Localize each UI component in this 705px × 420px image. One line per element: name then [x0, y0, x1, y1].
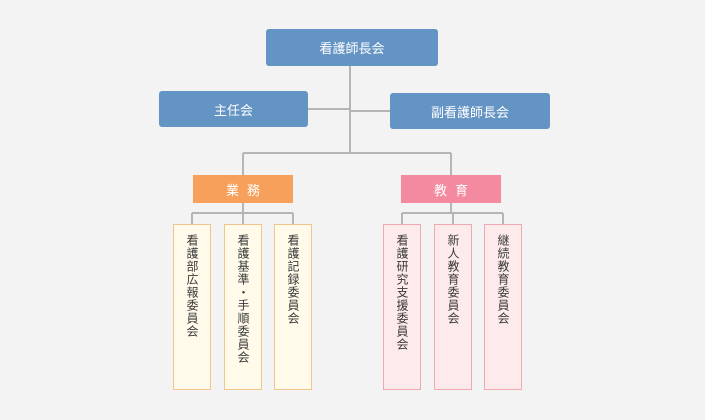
- node-head-nurse-council: 看護師長会: [266, 29, 438, 66]
- committee-research: 看護研究支援委員会: [383, 224, 421, 390]
- node-head-nurse-council-label: 看護師長会: [319, 42, 385, 57]
- category-work: 業務: [193, 175, 293, 203]
- node-deputy-head-nurse-council-label: 副看護師長会: [430, 105, 509, 121]
- committee-continuing-education-label: 継続教育委員会: [496, 234, 510, 325]
- committee-pr: 看護部広報委員会: [173, 224, 211, 390]
- committee-new-staff-education-label: 新人教育委員会: [446, 234, 460, 325]
- committee-new-staff-education: 新人教育委員会: [434, 224, 472, 390]
- committee-continuing-education: 継続教育委員会: [484, 224, 522, 390]
- committee-standards-label: 看護基準・手順委員会: [236, 234, 250, 364]
- category-work-label: 業務: [225, 183, 268, 199]
- committee-records-label: 看護記録委員会: [286, 234, 300, 325]
- node-chief-council: 主任会: [159, 91, 308, 127]
- category-education: 教育: [401, 175, 501, 203]
- committee-standards: 看護基準・手順委員会: [224, 224, 262, 390]
- category-education-label: 教育: [433, 183, 476, 199]
- node-chief-council-label: 主任会: [213, 103, 253, 119]
- committee-records: 看護記録委員会: [274, 224, 312, 390]
- node-deputy-head-nurse-council: 副看護師長会: [390, 93, 550, 129]
- committee-research-label: 看護研究支援委員会: [395, 234, 409, 351]
- committee-pr-label: 看護部広報委員会: [185, 234, 199, 338]
